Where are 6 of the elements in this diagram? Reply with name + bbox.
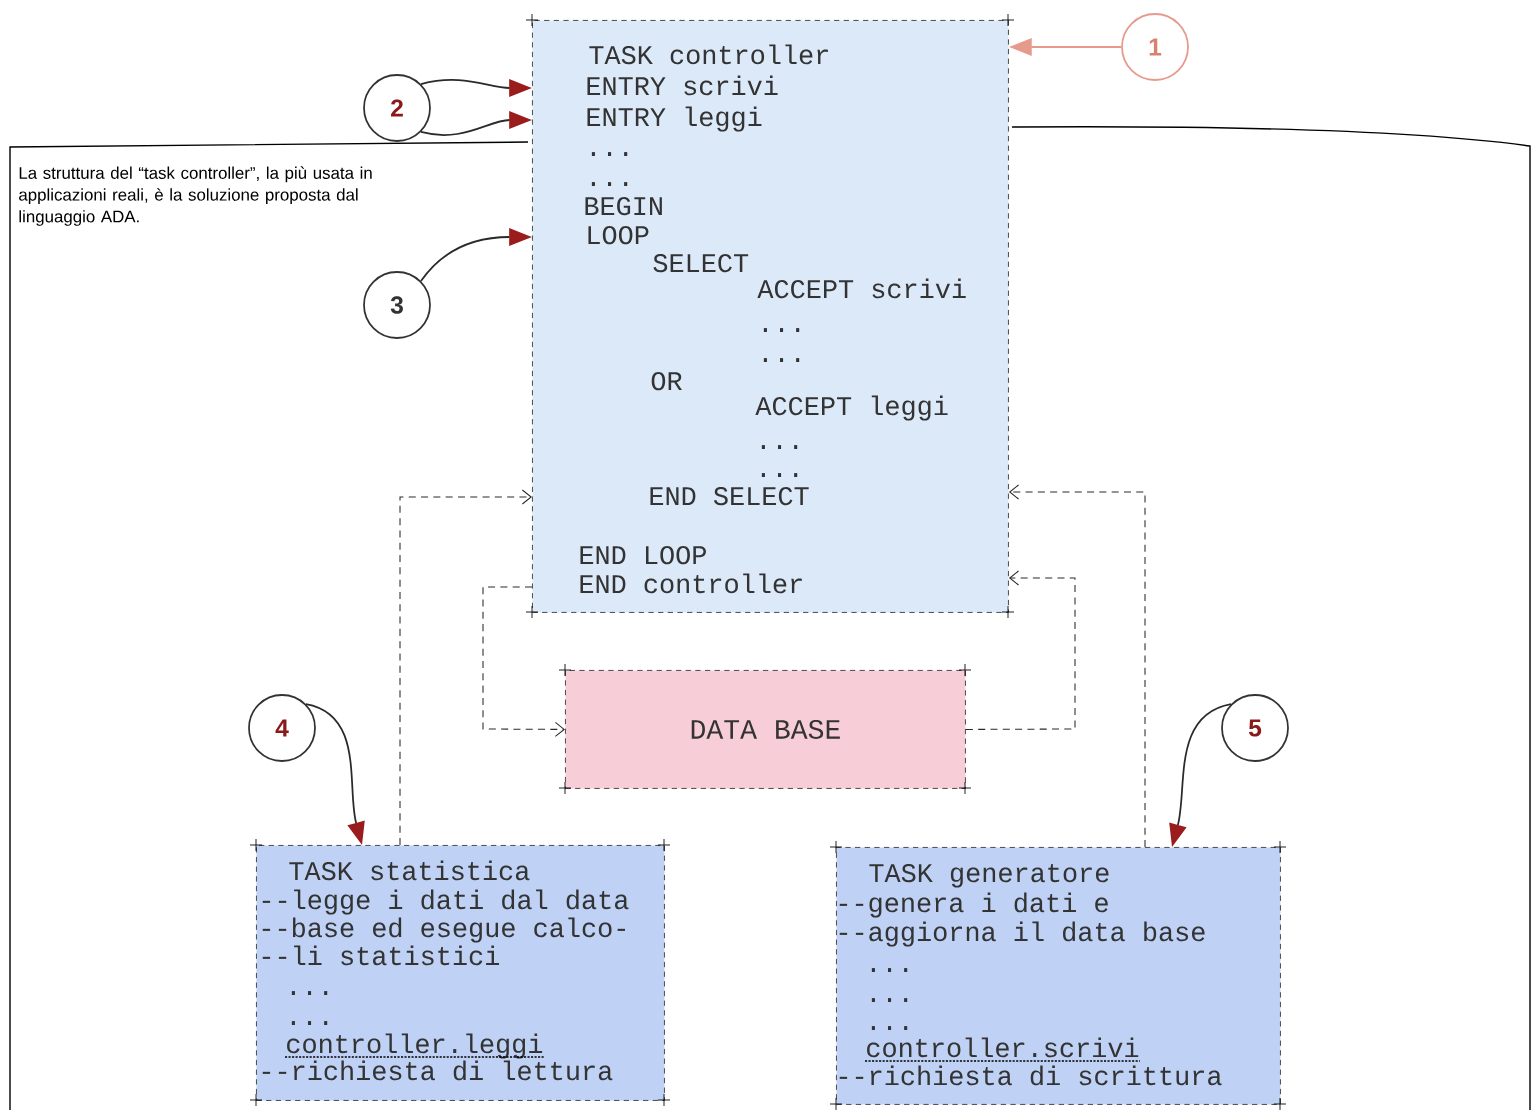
arrow bbox=[482, 586, 565, 737]
arrow bbox=[399, 489, 532, 846]
database-box: DATA BASE bbox=[558, 663, 972, 795]
arrow bbox=[1008, 484, 1146, 848]
caption-text: La struttura del “task controller”, la più usata in applicazioni reali, è la soluzione proposta dal linguaggio ADA. bbox=[19, 166, 372, 226]
arrow bbox=[965, 570, 1076, 730]
